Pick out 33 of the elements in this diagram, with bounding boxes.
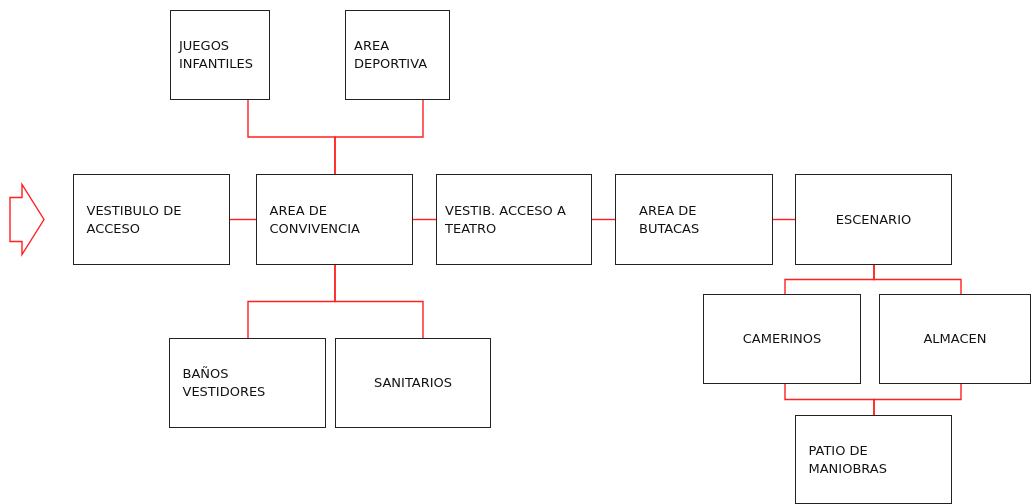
room-label: PATIO DE MANIOBRAS: [807, 441, 888, 478]
room-box: [73, 174, 230, 265]
connector-line: [334, 99, 424, 175]
connector-line: [591, 218, 616, 221]
connector-line: [334, 264, 424, 339]
room-box: [335, 338, 491, 428]
connector-line: [412, 218, 437, 221]
room-label: CAMERINOS: [741, 330, 823, 348]
room-label: JUEGOS INFANTILES: [177, 37, 254, 73]
room-box: [795, 174, 952, 265]
connector-line: [873, 264, 962, 295]
room-label: AREA DE BUTACAS: [638, 201, 701, 238]
connector-line: [772, 218, 796, 221]
room-box: [170, 10, 270, 100]
room-box: [169, 338, 326, 428]
connector-line: [873, 383, 962, 416]
room-label: AREA DE CONVIVENCIA: [268, 201, 361, 238]
room-label: ALMACEN: [922, 330, 988, 348]
room-box: [256, 174, 413, 265]
room-box: [345, 10, 450, 100]
room-label: ESCENARIO: [834, 210, 913, 229]
room-label: SANITARIOS: [372, 374, 454, 392]
room-label: AREA DEPORTIVA: [353, 37, 429, 73]
entrance-arrow: [9, 182, 45, 257]
room-label: VESTIB. ACCESO A TEATRO: [444, 201, 567, 238]
room-label: VESTIBULO DE ACCESO: [85, 201, 183, 238]
room-box: [703, 294, 861, 384]
room-label: BAÑOS VESTIDORES: [181, 365, 267, 401]
room-box: [436, 174, 592, 265]
room-box: [879, 294, 1031, 384]
connector-line: [229, 218, 257, 221]
room-box: [615, 174, 773, 265]
room-box: [795, 415, 952, 504]
